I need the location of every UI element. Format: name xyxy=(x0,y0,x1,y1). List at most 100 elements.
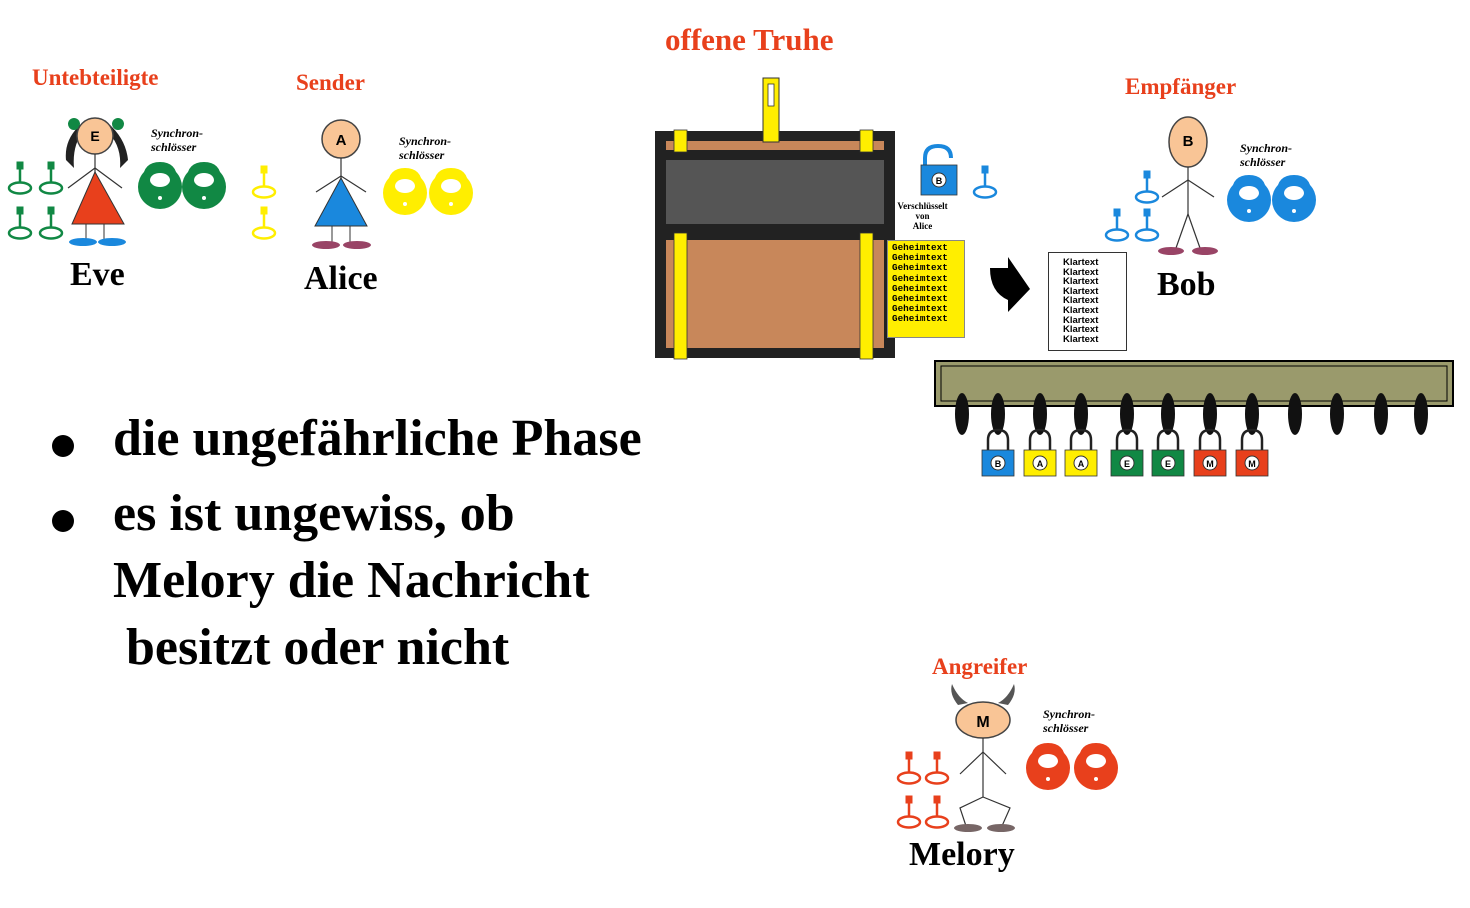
bob-key-icon xyxy=(972,164,998,199)
bullet-list: die ungefährliche Phase es ist ungewiss,… xyxy=(50,405,642,681)
melory-initial: M xyxy=(976,714,989,731)
bob-key-icon xyxy=(1104,207,1130,242)
rack-padlock-icon: E xyxy=(1110,428,1144,477)
eve-synch-label: Synchron- schlösser xyxy=(151,126,204,154)
bob-key-icon xyxy=(1134,169,1160,204)
melory-key-icon xyxy=(896,794,922,829)
rack-padlock-icon: M xyxy=(1235,428,1269,477)
plaintext-line: Klartext xyxy=(1063,266,1099,278)
eve-figure xyxy=(65,117,128,246)
eve-role-label: Untebteiligte xyxy=(32,65,159,90)
chest-lock-initial: B xyxy=(936,176,943,186)
melory-key-icon xyxy=(896,750,922,785)
melory-name: Melory xyxy=(909,836,1015,873)
bob-synch-label: Synchron- schlösser xyxy=(1240,141,1293,169)
eve-key-icon xyxy=(7,160,33,195)
eve-key-icon xyxy=(7,205,33,240)
rack-padlock-letter: E xyxy=(1165,459,1171,469)
rack-peg-icon xyxy=(955,393,969,435)
ciphertext-line: Geheimtext xyxy=(892,282,948,294)
arrow-icon xyxy=(990,257,1030,312)
melory-key-icon xyxy=(924,794,950,829)
rack-peg-icon xyxy=(1245,393,1259,435)
plaintext-line: Klartext xyxy=(1063,324,1099,336)
plaintext-line: Klartext xyxy=(1063,285,1099,297)
ciphertext-line: Geheimtext xyxy=(892,252,948,264)
bullet-item: die ungefährliche Phase xyxy=(50,405,642,472)
rack-padlock-letter: M xyxy=(1248,459,1256,469)
ciphertext-line: Geheimtext xyxy=(892,313,948,325)
rack-padlock-icon: A xyxy=(1023,428,1057,477)
plaintext-line: Klartext xyxy=(1063,314,1099,326)
rack-peg-icon xyxy=(1203,393,1217,435)
eve-key-icon xyxy=(38,160,64,195)
melory-role-label: Angreifer xyxy=(932,654,1028,679)
plaintext-line: Klartext xyxy=(1063,304,1099,316)
alice-key-icon xyxy=(251,164,277,199)
rack-padlock-letter: E xyxy=(1124,459,1130,469)
rack-peg-icon xyxy=(1120,393,1134,435)
bob-role-label: Empfänger xyxy=(1125,74,1237,99)
bob-name: Bob xyxy=(1157,266,1216,303)
rack-padlock-icon: A xyxy=(1064,428,1098,477)
key-rack xyxy=(934,360,1454,407)
alice-synch-label: Synchron- schlösser xyxy=(399,134,452,162)
bullet-item: es ist ungewiss, ob Melory die Nachricht… xyxy=(50,480,642,681)
rack-padlock-icon: M xyxy=(1193,428,1227,477)
alice-key-icon xyxy=(251,205,277,240)
rack-padlock-letter: B xyxy=(995,459,1002,469)
eve-name: Eve xyxy=(70,256,125,293)
plaintext-line: Klartext xyxy=(1063,257,1099,268)
ciphertext-line: Geheimtext xyxy=(892,242,948,253)
eve-padlock-icon xyxy=(182,161,226,209)
chest-title: offene Truhe xyxy=(665,22,834,57)
open-padlock-b-icon xyxy=(920,143,958,196)
bob-initial: B xyxy=(1183,133,1194,150)
bob-padlock-icon xyxy=(1227,174,1271,222)
plaintext-line: Klartext xyxy=(1063,333,1099,345)
rack-peg-icon xyxy=(1033,393,1047,435)
melory-key-icon xyxy=(924,750,950,785)
bob-key-icon xyxy=(1134,207,1160,242)
rack-padlock-letter: M xyxy=(1206,459,1214,469)
melory-synch-label: Synchron- schlösser xyxy=(1043,707,1096,735)
bullet-dot-icon xyxy=(52,510,74,532)
alice-name: Alice xyxy=(304,260,378,297)
melory-figure xyxy=(951,684,1015,832)
rack-peg-icon xyxy=(1161,393,1175,435)
rack-padlock-letter: A xyxy=(1078,459,1085,469)
rack-padlock-letter: A xyxy=(1037,459,1044,469)
alice-role-label: Sender xyxy=(296,70,365,95)
rack-peg-icon xyxy=(1288,393,1302,435)
ciphertext-line: Geheimtext xyxy=(892,272,948,284)
encrypted-by-alice-label: Verschlüsselt von Alice xyxy=(897,201,948,231)
rack-peg-icon xyxy=(1074,393,1088,435)
ciphertext-line: Geheimtext xyxy=(892,293,948,305)
bullet-dot-icon xyxy=(52,435,74,457)
rack-peg-icon xyxy=(991,393,1005,435)
eve-key-icon xyxy=(38,205,64,240)
melory-padlock-icon xyxy=(1074,742,1118,790)
alice-padlock-icon xyxy=(383,167,427,215)
bob-figure xyxy=(1158,116,1218,255)
rack-padlock-icon: B xyxy=(981,428,1015,477)
melory-padlock-icon xyxy=(1026,742,1070,790)
plaintext-line: Klartext xyxy=(1063,276,1099,288)
rack-padlock-icon: E xyxy=(1151,428,1185,477)
eve-bow-left-icon xyxy=(68,118,80,130)
ciphertext-line: Geheimtext xyxy=(892,303,948,315)
open-chest xyxy=(655,77,895,360)
alice-initial: A xyxy=(336,132,347,149)
eve-initial: E xyxy=(90,128,99,144)
rack-peg-icon xyxy=(1374,393,1388,435)
ciphertext-line: Geheimtext xyxy=(892,262,948,274)
alice-figure xyxy=(312,119,371,249)
bob-padlock-icon xyxy=(1272,174,1316,222)
alice-padlock-icon xyxy=(429,167,473,215)
rack-peg-icon xyxy=(1414,393,1428,435)
eve-bow-right-icon xyxy=(112,118,124,130)
plaintext-line: Klartext xyxy=(1063,295,1099,307)
